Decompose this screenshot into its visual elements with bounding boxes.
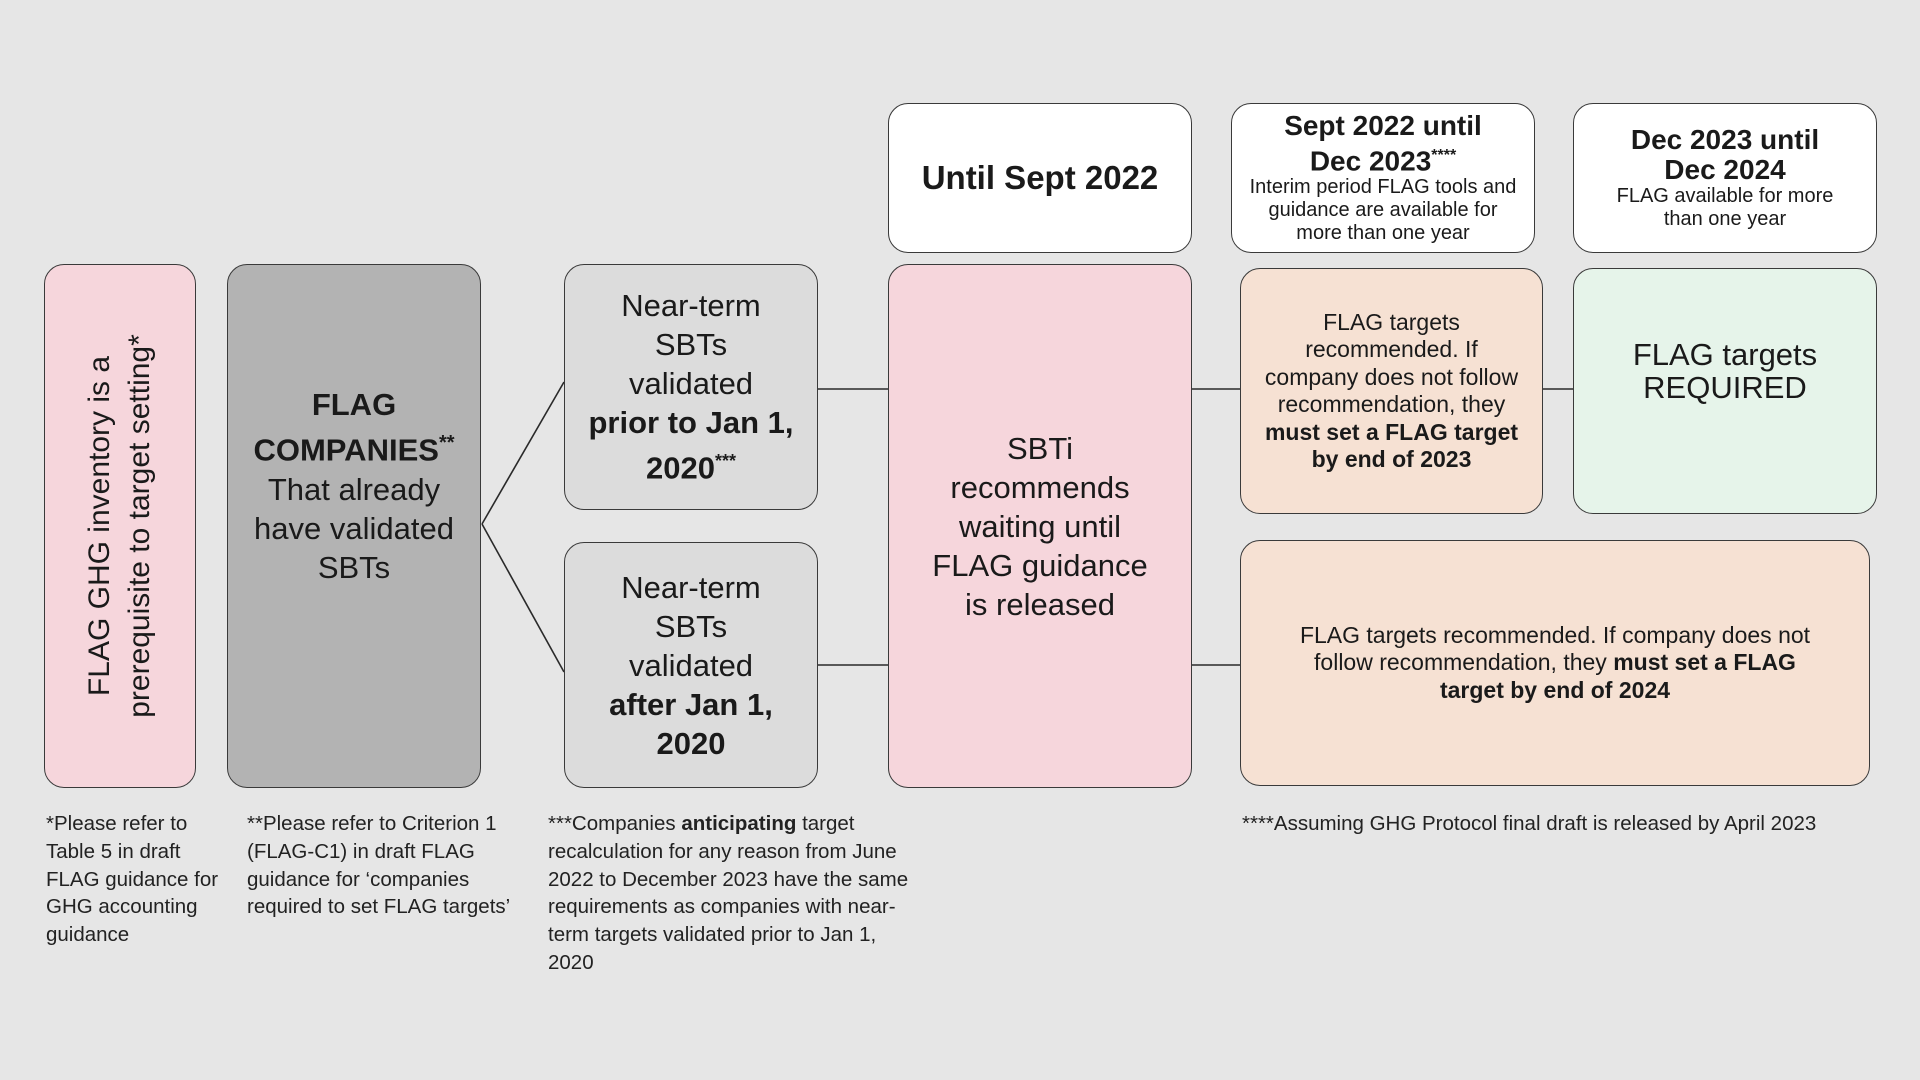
- header-until-sept-title: Until Sept 2022: [921, 159, 1159, 196]
- header-dec-title-2: Dec 2024: [1664, 154, 1786, 185]
- flag-companies-mark: **: [438, 432, 455, 455]
- connector-companies-to-after: [481, 523, 565, 673]
- header-sept-mark: ****: [1431, 146, 1457, 164]
- footnote-3-post: target recalculation for any reason from…: [548, 812, 909, 974]
- near-term-prior-box: Near-term SBTs validated prior to Jan 1,…: [564, 264, 818, 510]
- flag-targets-2023-text: FLAG targets recommended. If company doe…: [1264, 308, 1519, 418]
- header-sept-2022-dec-2023: Sept 2022 until Dec 2023**** Interim per…: [1231, 103, 1535, 253]
- footnote-2: **Please refer to Criterion 1 (FLAG-C1) …: [247, 812, 511, 919]
- footnote-3-pre: ***Companies: [548, 812, 676, 835]
- footnote-3-bold: anticipating: [681, 812, 797, 835]
- header-sept-desc: Interim period FLAG tools and guidance a…: [1249, 176, 1517, 245]
- footnote-3: ***Companies anticipating target recalcu…: [548, 810, 918, 977]
- prerequisite-box: FLAG GHG inventory is a prerequisite to …: [44, 264, 196, 788]
- flag-targets-required-box: FLAG targets REQUIRED: [1573, 268, 1877, 514]
- sbti-recommends-box: SBTi recommends waiting until FLAG guida…: [888, 264, 1192, 788]
- header-dec-desc: FLAG available for more than one year: [1616, 185, 1834, 230]
- header-dec-title-1: Dec 2023 until: [1630, 124, 1820, 155]
- near-term-prior-mark: ***: [714, 451, 736, 472]
- near-term-after-box: Near-term SBTs validated after Jan 1, 20…: [564, 542, 818, 788]
- flag-companies-title-1: FLAG: [311, 387, 397, 423]
- flag-targets-2024-box: FLAG targets recommended. If company doe…: [1240, 540, 1870, 786]
- flag-targets-2024-bold: must set a FLAG target by end of 2024: [1439, 649, 1796, 703]
- footnote-1: *Please refer to Table 5 in draft FLAG g…: [46, 812, 219, 947]
- header-dec-2023-dec-2024: Dec 2023 until Dec 2024 FLAG available f…: [1573, 103, 1877, 253]
- near-term-prior-bold: prior to Jan 1, 2020: [588, 405, 794, 486]
- header-until-sept-2022: Until Sept 2022: [888, 103, 1192, 253]
- connector-companies-to-prior: [481, 381, 565, 525]
- header-sept-title-1: Sept 2022 until: [1284, 109, 1482, 141]
- header-sept-title-2: Dec 2023: [1309, 145, 1432, 177]
- near-term-after-bold: after Jan 1, 2020: [609, 686, 773, 761]
- flag-targets-2023-box: FLAG targets recommended. If company doe…: [1240, 268, 1543, 514]
- prerequisite-text: FLAG GHG inventory is a prerequisite to …: [83, 334, 156, 718]
- flag-targets-required-text: FLAG targets REQUIRED: [1632, 337, 1818, 405]
- sbti-recommends-text: SBTi recommends waiting until FLAG guida…: [932, 430, 1148, 622]
- flag-companies-box: FLAG COMPANIES** That already have valid…: [227, 264, 481, 788]
- flag-companies-subtitle: That already have validated SBTs: [254, 471, 454, 585]
- footnote-4: ****Assuming GHG Protocol final draft is…: [1242, 812, 1817, 835]
- flag-companies-title-2: COMPANIES: [253, 432, 439, 468]
- flag-targets-2023-bold: must set a FLAG target by end of 2023: [1264, 418, 1519, 473]
- near-term-prior-text: Near-term SBTs validated: [621, 288, 761, 402]
- flag-targets-2024-text: FLAG targets recommended. If company doe…: [1299, 621, 1811, 676]
- near-term-after-text: Near-term SBTs validated: [621, 569, 761, 683]
